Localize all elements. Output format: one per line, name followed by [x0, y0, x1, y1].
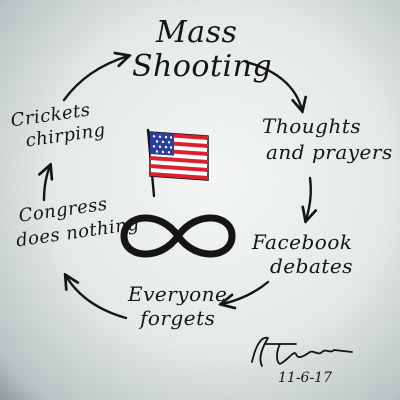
infinity-icon [120, 214, 236, 258]
signature-icon [251, 336, 353, 367]
american-flag-icon [146, 128, 209, 198]
step-thoughts-line1: Thoughts [262, 114, 362, 138]
step-facebook-debates: Facebook debates [252, 232, 353, 276]
arrow-forgets-to-congress [66, 276, 128, 320]
step-facebook-line2: debates [270, 254, 354, 278]
step-facebook-line1: Facebook [252, 230, 353, 254]
step-thoughts-line2: and prayers [266, 140, 393, 164]
arrow-crickets-to-shooting [62, 56, 128, 102]
arrow-thoughts-to-facebook [306, 176, 311, 220]
arrow-shooting-to-thoughts [244, 60, 302, 110]
step-mass-shooting-line2: Shooting [132, 49, 273, 84]
step-thoughts-and-prayers: Thoughts and prayers [262, 116, 393, 162]
step-forgets-line1: Everyone [128, 282, 228, 306]
step-everyone-forgets: Everyone forgets [128, 284, 227, 328]
arrow-congress-to-crickets [44, 166, 50, 202]
arrow-facebook-to-forgets [222, 280, 270, 304]
step-mass-shooting: Mass Shooting [132, 15, 272, 82]
date-label: 11-6-17 [278, 370, 332, 386]
step-mass-shooting-line1: Mass [156, 15, 238, 50]
step-forgets-line2: forgets [140, 306, 216, 330]
